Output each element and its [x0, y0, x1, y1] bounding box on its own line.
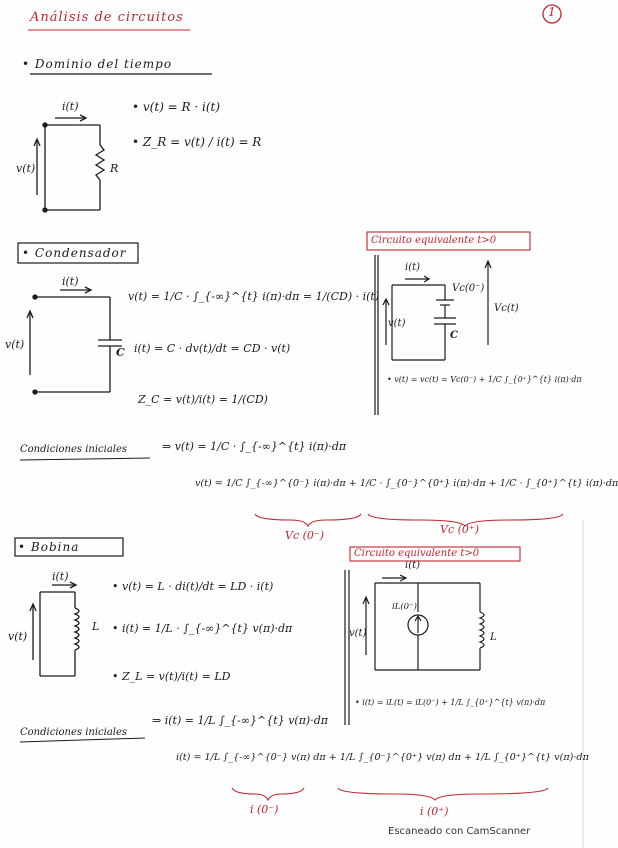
capacitor-initial-equation-1: ⇒ v(t) = 1/C · ∫_{-∞}^{t} i(π)·dπ	[162, 440, 347, 453]
resistor-label: R	[110, 162, 119, 175]
inductor-initial-conditions-label: Condiciones iniciales	[20, 727, 128, 738]
section-heading-capacitor: • Condensador	[22, 246, 127, 260]
page-decorations	[14, 4, 584, 848]
capacitor-initial-conditions-label: Condiciones iniciales	[20, 444, 128, 455]
inductor-equivalent-source: iL(0⁻)	[392, 602, 417, 612]
scanner-footer: Escaneado con CamScanner	[388, 826, 531, 837]
inductor-equation-2: • i(t) = 1/L · ∫_{-∞}^{t} v(π)·dπ	[112, 622, 293, 635]
capacitor-voltage-label: v(t)	[5, 338, 25, 351]
inductor-equivalent-title: Circuito equivalente t>0	[354, 548, 480, 559]
capacitor-initial-equation-2: v(t) = 1/C ∫_{-∞}^{0⁻} i(π)·dπ + 1/C · ∫…	[195, 478, 618, 489]
capacitor-equivalent-c-label: C	[450, 330, 458, 341]
inductor-equivalent-equation: • i(t) = iL(t) = iL(0⁻) + 1/L ∫_{0⁺}^{t}…	[355, 698, 546, 707]
page-number: 1	[548, 5, 556, 19]
inductor-label: L	[92, 620, 100, 633]
inductor-circuit	[29, 581, 80, 677]
resistor-equation-2: • Z_R = v(t) / i(t) = R	[132, 135, 262, 149]
section-heading-inductor: • Bobina	[18, 540, 80, 554]
capacitor-equation-3: Z_C = v(t)/i(t) = 1/(CD)	[138, 393, 268, 406]
capacitor-equation-1: v(t) = 1/C · ∫_{-∞}^{t} i(π)·dπ = 1/(CD)…	[128, 290, 380, 303]
inductor-initial-equation-2: i(t) = 1/L ∫_{-∞}^{0⁻} v(π) dπ + 1/L ∫_{…	[176, 752, 589, 763]
capacitor-current-label: i(t)	[62, 275, 79, 288]
capacitor-equivalent-vc: Vc(t)	[494, 303, 519, 314]
resistor-voltage-label: v(t)	[16, 162, 36, 175]
capacitor-equivalent-equation: • v(t) = vc(t) = Vc(0⁻) + 1/C ∫_{0⁺}^{t}…	[387, 375, 582, 384]
capacitor-equivalent-source: Vc(0⁻)	[452, 283, 485, 294]
inductor-equation-1: • v(t) = L · di(t)/dt = LD · i(t)	[112, 580, 274, 593]
capacitor-brace-label-2: Vc (0⁺)	[440, 523, 479, 536]
page-title: Análisis de circuitos	[30, 10, 184, 25]
capacitor-equation-2: i(t) = C · dv(t)/dt = CD · v(t)	[134, 342, 291, 355]
inductor-brace-label-2: i (0⁺)	[420, 805, 449, 818]
capacitor-label: C	[116, 346, 125, 359]
capacitor-equivalent-current: i(t)	[405, 262, 421, 273]
inductor-equivalent-l-label: L	[490, 632, 497, 643]
inductor-equivalent-circuit	[362, 574, 485, 671]
capacitor-equivalent-title: Circuito equivalente t>0	[371, 235, 497, 246]
inductor-equivalent-voltage: v(t)	[349, 628, 367, 639]
resistor-circuit	[33, 114, 106, 213]
capacitor-equivalent-voltage: v(t)	[388, 318, 406, 329]
capacitor-equivalent-circuit	[382, 259, 492, 361]
inductor-current-label: i(t)	[52, 570, 69, 583]
resistor-current-label: i(t)	[62, 100, 79, 113]
capacitor-brace-label-1: Vc (0⁻)	[285, 529, 324, 542]
inductor-brace-label-1: i (0⁻)	[250, 803, 279, 816]
inductor-voltage-label: v(t)	[8, 630, 28, 643]
inductor-equation-3: • Z_L = v(t)/i(t) = LD	[112, 670, 231, 683]
inductor-equivalent-current: i(t)	[405, 560, 421, 571]
section-heading-time-domain: • Dominio del tiempo	[22, 57, 173, 71]
resistor-equation-1: • v(t) = R · i(t)	[132, 100, 221, 114]
inductor-initial-equation-1: ⇒ i(t) = 1/L ∫_{-∞}^{t} v(π)·dπ	[152, 714, 328, 727]
capacitor-circuit	[26, 286, 122, 395]
